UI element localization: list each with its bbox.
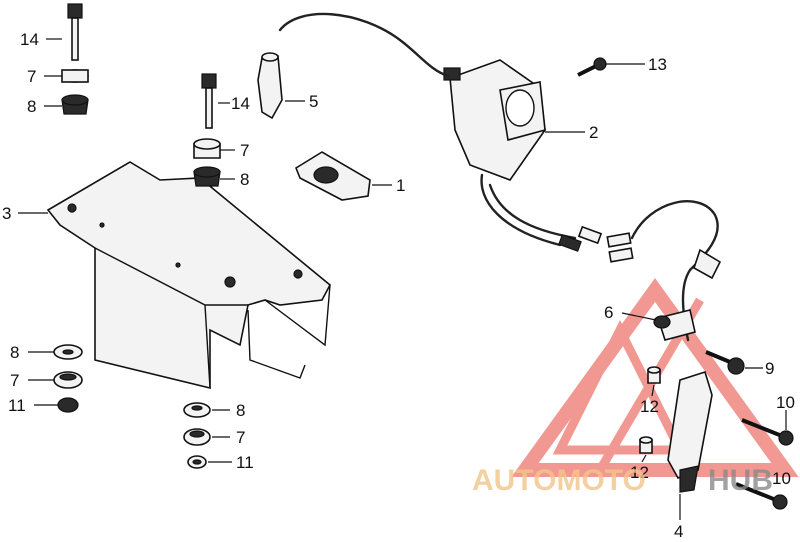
callout-1: 1 — [396, 176, 405, 195]
grommet-part-12b — [639, 436, 653, 454]
callout-11: 11 — [236, 453, 254, 472]
callout-3: 3 — [2, 204, 11, 223]
rubber-part-7b — [193, 138, 221, 159]
high-tension-lead — [278, 12, 450, 78]
grommet-part-12a — [647, 366, 661, 384]
nut-part-11b — [187, 455, 207, 469]
watermark-text: AUTOMOTO HUB — [472, 464, 773, 497]
plate-part-1 — [295, 151, 371, 201]
clamp-part-6 — [653, 315, 671, 329]
callout-7: 7 — [240, 141, 249, 160]
callout-12: 12 — [630, 463, 649, 482]
leader-lines — [18, 38, 787, 520]
coil-wires — [480, 173, 634, 263]
callout-10: 10 — [776, 393, 795, 412]
callout-5: 5 — [309, 92, 318, 111]
plug-cap-part-5 — [257, 52, 283, 120]
callout-7: 7 — [236, 428, 245, 447]
callout-14: 14 — [231, 94, 250, 113]
rubber-part-7d — [183, 428, 211, 446]
callout-7: 7 — [10, 371, 19, 390]
callout-9: 9 — [765, 359, 774, 378]
bracket-part-3 — [46, 161, 332, 390]
callout-13: 13 — [648, 55, 667, 74]
bolt-part-14a — [67, 3, 83, 61]
nut-part-8a — [61, 94, 89, 115]
watermark-brand-part1: AUTOMOTO — [472, 464, 646, 497]
nut-part-8d — [183, 402, 211, 418]
callout-6: 6 — [604, 303, 613, 322]
bolt-part-10a — [741, 418, 794, 446]
callout-7: 7 — [27, 67, 36, 86]
callout-8: 8 — [236, 401, 245, 420]
ignition-coil-part-2 — [443, 59, 546, 181]
callout-8: 8 — [240, 170, 249, 189]
nut-part-8c — [53, 344, 83, 360]
screw-part-13 — [577, 57, 607, 77]
callouts: 14 7 8 14 5 7 8 1 2 13 3 8 7 11 8 7 11 6… — [2, 30, 795, 541]
callout-2: 2 — [589, 123, 598, 142]
callout-8: 8 — [10, 343, 19, 362]
callout-4: 4 — [674, 522, 683, 541]
rubber-part-7c — [53, 371, 83, 389]
pulser-wire — [630, 200, 719, 342]
watermark-brand-part2: HUB — [708, 464, 773, 497]
callout-11: 11 — [8, 396, 26, 415]
callout-14: 14 — [20, 30, 39, 49]
nut-part-8b — [193, 166, 221, 187]
pulse-generator-part-4 — [656, 248, 722, 493]
bolt-part-14b — [201, 73, 217, 129]
nut-part-11a — [57, 397, 79, 413]
callout-8: 8 — [27, 97, 36, 116]
bolt-part-10b — [735, 482, 788, 510]
screw-part-9 — [705, 350, 745, 375]
rubber-part-7a — [61, 69, 89, 83]
callout-10: 10 — [772, 469, 791, 488]
callout-12: 12 — [640, 397, 659, 416]
